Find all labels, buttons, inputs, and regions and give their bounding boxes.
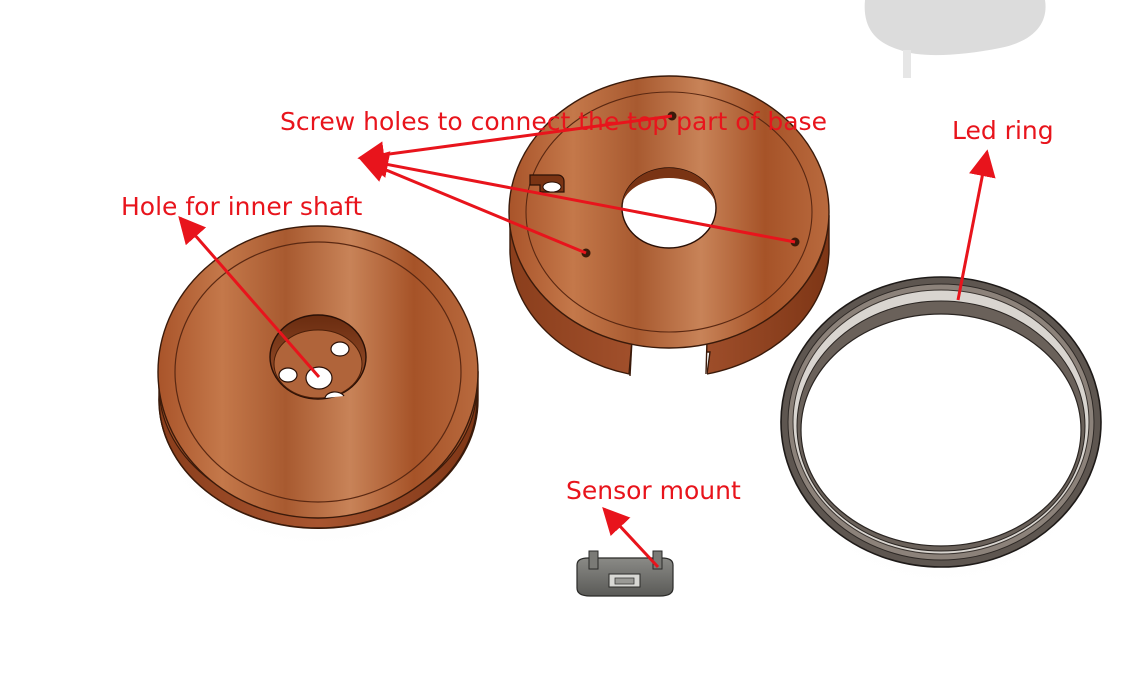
background-blob-stem <box>903 50 911 78</box>
top-base-disc <box>508 75 830 382</box>
label-inner-shaft: Hole for inner shaft <box>121 192 363 221</box>
disc-inner-ring <box>174 241 462 503</box>
center-hole-wall <box>622 168 716 208</box>
bottom-base-disc <box>148 225 488 553</box>
label-sensor-mount: Sensor mount <box>566 476 741 505</box>
arrow-led-ring <box>956 149 996 301</box>
led-ring <box>773 268 1109 592</box>
arrow-screw-right <box>361 151 796 244</box>
disc-inner-ring <box>525 91 813 333</box>
label-screw-holes: Screw holes to connect the top part of b… <box>280 107 827 136</box>
arrow-sensor-mount <box>602 507 660 569</box>
arrow-screw-left <box>359 156 587 255</box>
shaft-hole-bottom <box>324 391 345 399</box>
arrow-screw-top <box>357 114 673 169</box>
sensor-slot-inner <box>614 577 635 585</box>
side-slot-opening <box>542 181 562 193</box>
notch-edge-left <box>629 339 633 377</box>
ring-opening <box>800 313 1082 547</box>
sensor-mount <box>576 550 674 597</box>
annotation-arrows <box>178 114 996 569</box>
shaft-hole-left <box>278 367 298 383</box>
label-led-ring: Led ring <box>952 116 1054 145</box>
sensor-tab-left <box>588 550 599 570</box>
shaft-hole-center <box>305 366 333 390</box>
arrow-inner-shaft <box>178 215 321 378</box>
notch-edge-right <box>705 339 708 375</box>
background-blob <box>864 0 1046 56</box>
shaft-hole-right <box>330 341 350 357</box>
